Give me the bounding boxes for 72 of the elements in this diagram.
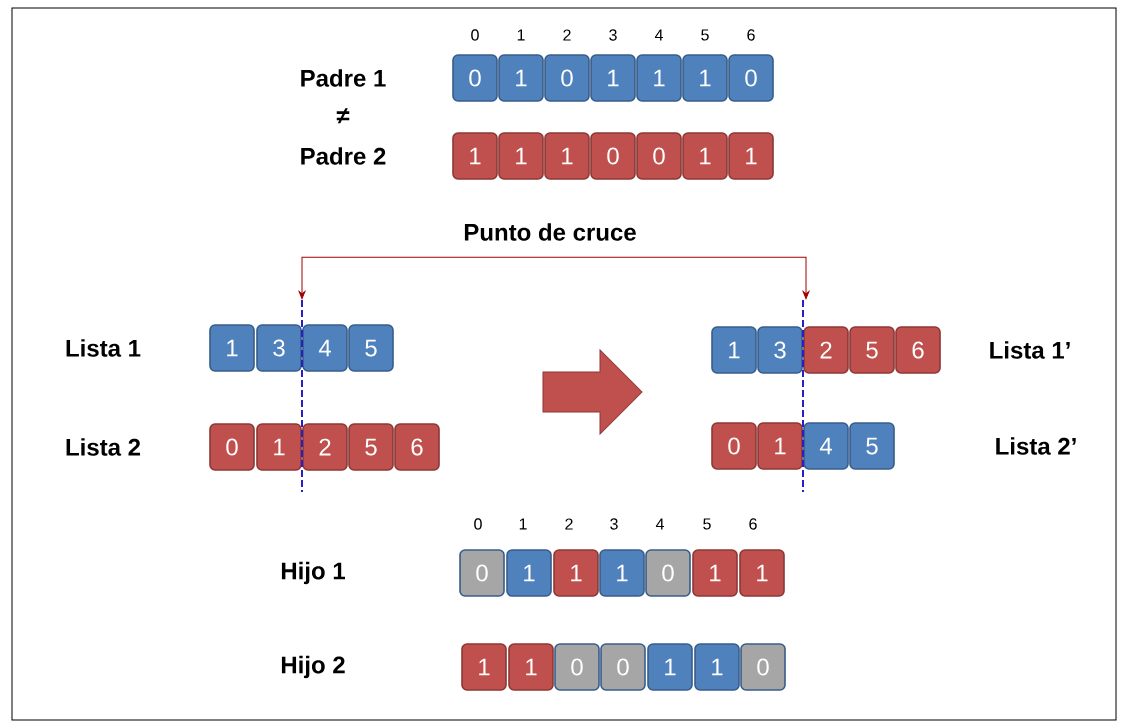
index-number: 0 bbox=[471, 29, 479, 41]
gene-cell: 6 bbox=[895, 326, 941, 374]
row-label: Padre 2 bbox=[301, 147, 386, 165]
index-number: 5 bbox=[701, 29, 709, 41]
gene-cell: 0 bbox=[590, 132, 636, 180]
gene-cell: 0 bbox=[554, 643, 600, 691]
gene-cell: 0 bbox=[544, 54, 590, 102]
index-number: 5 bbox=[703, 518, 711, 530]
gene-cell: 1 bbox=[728, 132, 774, 180]
index-number: 2 bbox=[563, 29, 571, 41]
gene-cell: 5 bbox=[348, 324, 394, 372]
index-number: 1 bbox=[519, 518, 527, 530]
index-number: 6 bbox=[747, 29, 755, 41]
gene-cell: 0 bbox=[600, 643, 646, 691]
gene-cell: 1 bbox=[209, 324, 255, 372]
index-number: 1 bbox=[517, 29, 525, 41]
gene-cell: 1 bbox=[452, 132, 498, 180]
gene-cell: 0 bbox=[711, 422, 757, 470]
gene-cell: 1 bbox=[544, 132, 590, 180]
gene-cell: 3 bbox=[256, 324, 302, 372]
arrow bbox=[549, 256, 810, 300]
row-label: Lista 1 bbox=[66, 339, 141, 357]
gene-cell: 5 bbox=[849, 422, 895, 470]
gene-cell: 1 bbox=[692, 549, 738, 597]
gene-cell: 0 bbox=[452, 54, 498, 102]
gene-cell: 1 bbox=[498, 132, 544, 180]
gene-cell: 3 bbox=[757, 326, 803, 374]
row-label: Hijo 2 bbox=[281, 655, 345, 679]
gene-cell: 0 bbox=[740, 643, 786, 691]
gene-cell: 6 bbox=[394, 423, 440, 471]
gene-cell: 1 bbox=[739, 549, 785, 597]
gene-cell: 1 bbox=[694, 643, 740, 691]
gene-cell: 1 bbox=[506, 549, 552, 597]
gene-cell: 4 bbox=[803, 422, 849, 470]
index-number: 3 bbox=[610, 518, 618, 530]
gene-cell: 1 bbox=[636, 54, 682, 102]
arrow bbox=[298, 256, 551, 300]
gene-cell: 5 bbox=[849, 326, 895, 374]
index-number: 0 bbox=[474, 518, 482, 530]
gene-cell: 1 bbox=[508, 643, 554, 691]
gene-cell: 0 bbox=[636, 132, 682, 180]
index-number: 2 bbox=[565, 518, 573, 530]
gene-cell: 1 bbox=[256, 423, 302, 471]
row-label: Padre 1 bbox=[301, 69, 386, 87]
row-label: Hijo 1 bbox=[281, 561, 345, 585]
gene-cell: 4 bbox=[302, 324, 348, 372]
gene-cell: 0 bbox=[209, 423, 255, 471]
not-equal-sign: ≠ bbox=[336, 108, 350, 124]
gene-cell: 1 bbox=[647, 643, 693, 691]
row-label: Lista 2 bbox=[66, 438, 141, 456]
index-number: 4 bbox=[655, 518, 664, 530]
gene-cell: 1 bbox=[682, 54, 728, 102]
gene-cell: 2 bbox=[803, 326, 849, 374]
gene-cell: 2 bbox=[302, 423, 348, 471]
gene-cell: 1 bbox=[498, 54, 544, 102]
gene-cell: 0 bbox=[645, 549, 691, 597]
gene-cell: 5 bbox=[348, 423, 394, 471]
gene-cell: 1 bbox=[682, 132, 728, 180]
crossover-label: Punto de cruce bbox=[464, 223, 636, 241]
gene-cell: 1 bbox=[711, 326, 757, 374]
gene-cell: 1 bbox=[461, 643, 507, 691]
index-number: 4 bbox=[654, 29, 663, 41]
gene-cell: 0 bbox=[728, 54, 774, 102]
index-number: 6 bbox=[749, 518, 757, 530]
row-label: Lista 1’ bbox=[990, 341, 1070, 359]
gene-cell: 1 bbox=[553, 549, 599, 597]
gene-cell: 0 bbox=[459, 549, 505, 597]
row-label: Lista 2’ bbox=[996, 437, 1076, 455]
gene-cell: 1 bbox=[757, 422, 803, 470]
gene-cell: 1 bbox=[590, 54, 636, 102]
gene-cell: 1 bbox=[599, 549, 645, 597]
index-number: 3 bbox=[609, 29, 617, 41]
